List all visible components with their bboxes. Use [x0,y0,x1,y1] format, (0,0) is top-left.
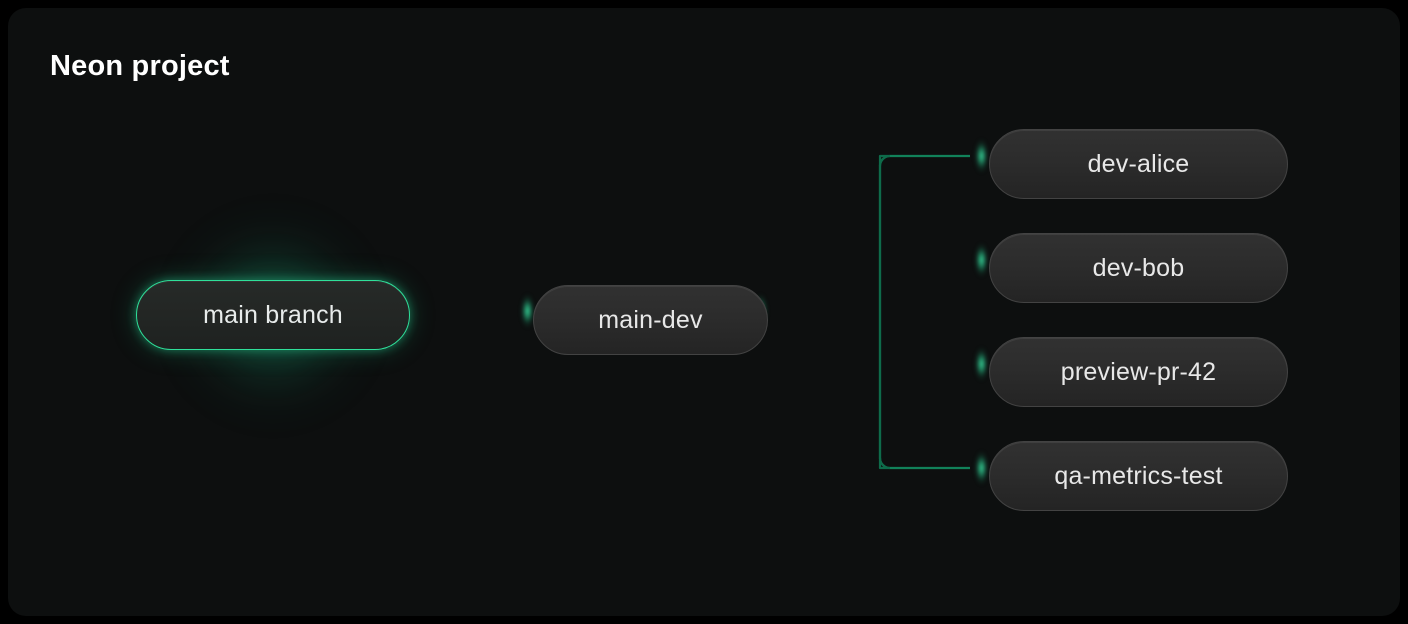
node-qa-metrics-test[interactable]: qa-metrics-test [989,441,1288,511]
junction-glow-dev-bob [975,243,988,277]
node-dev-bob[interactable]: dev-bob [989,233,1288,303]
junction-glow-preview-pr-42 [975,347,988,381]
node-main-branch[interactable]: main branch [136,280,410,350]
junction-glow-dev-alice [975,139,988,173]
junction-glow-main-dev-left [521,294,534,328]
project-panel: Neon project [8,8,1400,616]
node-dev-alice[interactable]: dev-alice [989,129,1288,199]
node-main-dev[interactable]: main-dev [533,285,768,355]
page-title: Neon project [50,50,230,82]
junction-glow-qa-metrics-test [975,451,988,485]
node-preview-pr-42[interactable]: preview-pr-42 [989,337,1288,407]
